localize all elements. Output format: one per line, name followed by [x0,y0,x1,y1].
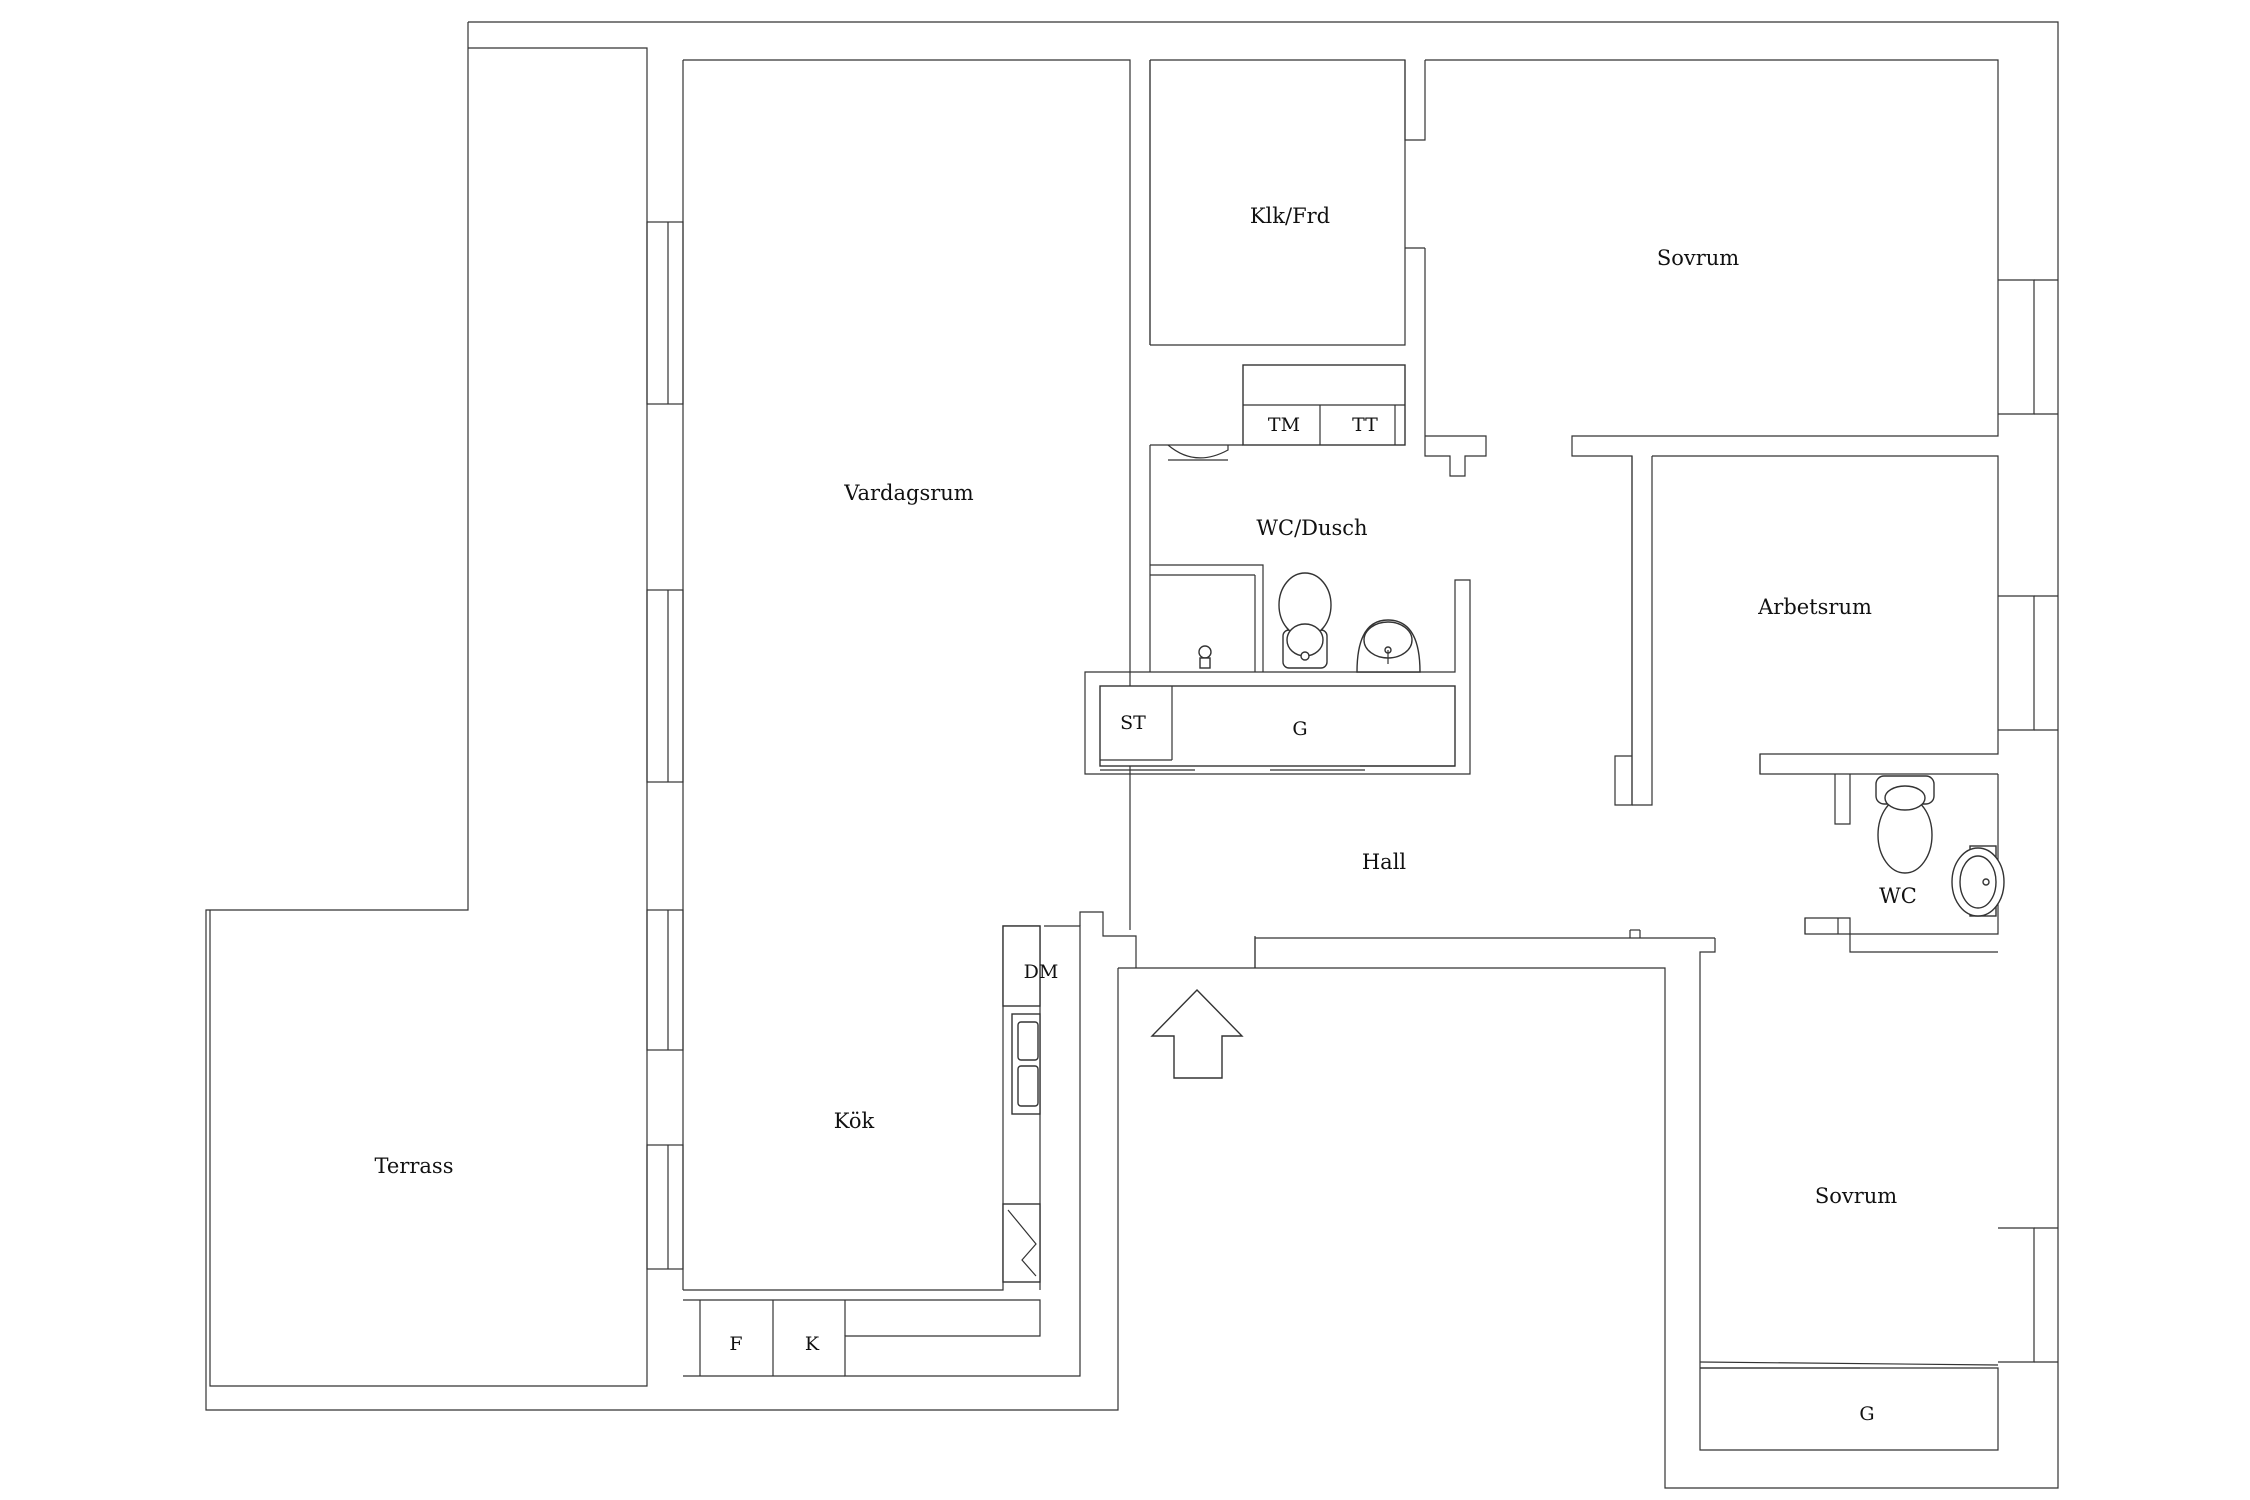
entrance-arrow-icon [1150,988,1244,1079]
kitchen-area [683,911,1256,1377]
stove-icon [1002,1203,1041,1283]
fixture-label-k: K [805,1333,820,1355]
room-label-hall: Hall [1362,850,1407,874]
outer-walls [468,21,2059,1489]
kitchen-sink-icon [1011,1013,1041,1115]
fixture-label-st: ST [1120,712,1146,734]
room-label-kok: Kök [834,1109,875,1133]
room-label-wc: WC [1879,884,1917,908]
shower-head-icon [1198,645,1212,669]
fixture-label-tt: TT [1352,414,1378,436]
sink-icon [1951,845,2005,917]
toilet-icon [1875,775,1935,874]
toilet-icon [1278,572,1332,669]
room-label-wc-dusch: WC/Dusch [1256,516,1367,540]
terrace-area [205,22,1119,1411]
fixture-label-g-bedroom: G [1859,1403,1874,1425]
room-label-terrass: Terrass [375,1154,454,1178]
room-label-sovrum-bottom: Sovrum [1815,1184,1897,1208]
bathroom-walls [1084,364,1471,775]
room-label-sovrum-top: Sovrum [1657,246,1739,270]
fixture-label-dm: DM [1024,961,1059,983]
room-label-arbetsrum: Arbetsrum [1757,595,1872,619]
fixture-label-g-hall: G [1292,718,1307,740]
sink-icon [1356,619,1421,673]
fixture-label-tm: TM [1268,414,1300,436]
room-label-vardagsrum: Vardagsrum [843,481,974,505]
fixture-label-f: F [729,1333,742,1355]
hall-walls [1631,456,1806,934]
room-label-klk-frd: Klk/Frd [1250,204,1330,228]
